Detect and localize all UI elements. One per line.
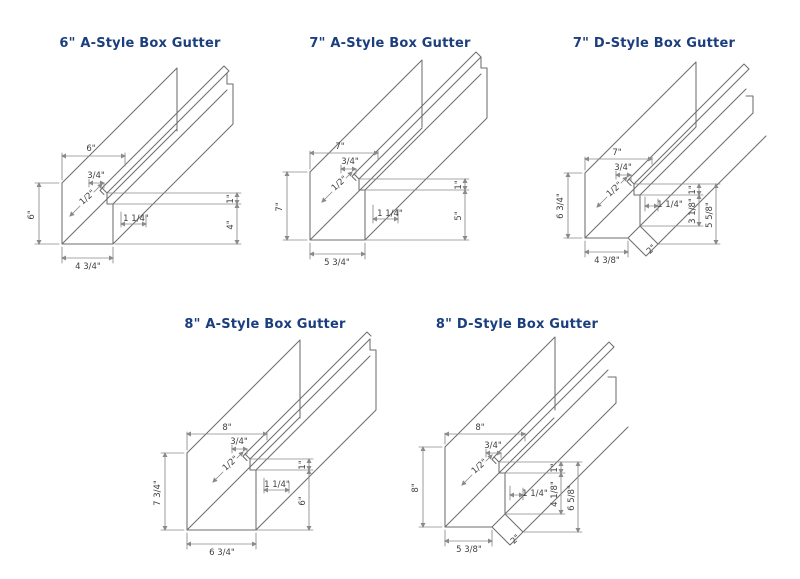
title-7-d-style: 7" D-Style Box Gutter (572, 36, 736, 51)
dimension-lines: 6" 3/4" 1/2" 1 1/4" 1" 4" 6" 4 3/4" (27, 144, 242, 272)
dimension-lines: 7" 3/4" 1/2" 1 1/4" 1" 3 1/8" 5 5/8" 6 3… (556, 148, 721, 266)
dim-top-width: 8" (475, 423, 484, 433)
drawing-6-a-style: 6" 3/4" 1/2" 1 1/4" 1" 4" 6" 4 3/4" (27, 65, 242, 272)
drawing-7-d-style: 7" 3/4" 1/2" 1 1/4" 1" 3 1/8" 5 5/8" 6 3… (556, 61, 767, 266)
dim-step: 1 1/4" (657, 200, 683, 210)
dim-back-height: 8" (411, 483, 421, 492)
dim-back-height: 6" (27, 210, 37, 219)
dim-front-height: 3 1/8" (688, 198, 698, 224)
dim-bottom-width: 4 3/8" (594, 256, 620, 266)
drawing-8-a-style: 8" 3/4" 1/2" 1 1/4" 1" 6" 7 3/4" 6 3/4" (153, 331, 377, 558)
dim-lip-height: 1" (550, 463, 560, 472)
dim-lip-height: 1" (298, 460, 308, 469)
dim-lip-width: 3/4" (614, 163, 632, 173)
title-8-d-style: 8" D-Style Box Gutter (435, 317, 599, 332)
title-6-a-style: 6" A-Style Box Gutter (59, 36, 221, 51)
title-7-a-style: 7" A-Style Box Gutter (309, 36, 471, 51)
dimension-lines: 8" 3/4" 1/2" 1 1/4" 1" 6" 7 3/4" 6 3/4" (153, 423, 314, 558)
dim-overall-height: 6 5/8" (567, 485, 577, 511)
dim-step: 1 1/4" (522, 489, 548, 499)
dim-lip-height: 1" (226, 194, 236, 203)
dim-lip-height: 1" (688, 185, 698, 194)
dim-lip-width: 3/4" (341, 157, 359, 167)
dim-front-height: 6" (298, 496, 308, 505)
dim-front-height: 4 1/8" (550, 481, 560, 507)
dim-front-height: 4" (226, 220, 236, 229)
dim-back-height: 7 3/4" (153, 480, 163, 506)
drawing-7-a-style: 7" 3/4" 1/2" 1 1/4" 1" 5" 7" 5 3/4" (275, 51, 488, 268)
dim-top-width: 8" (222, 423, 231, 433)
dimension-lines: 7" 3/4" 1/2" 1 1/4" 1" 5" 7" 5 3/4" (275, 142, 470, 268)
gutter-outline (61, 65, 234, 245)
dim-bottom-width: 5 3/4" (324, 258, 350, 268)
dim-lip-width: 3/4" (484, 441, 502, 451)
dim-roll: 1/2" (605, 180, 625, 199)
gutter-outline (584, 61, 767, 257)
dim-bottom-width: 6 3/4" (209, 548, 235, 558)
dim-top-width: 6" (86, 144, 95, 154)
dim-lip-height: 1" (454, 180, 464, 189)
dim-lip-width: 3/4" (87, 171, 105, 181)
dim-top-width: 7" (612, 148, 621, 158)
dim-front-height: 5" (454, 211, 464, 220)
gutter-outline (309, 51, 488, 241)
dimension-lines: 8" 3/4" 1/2" 1 1/4" 1" 4 1/8" 6 5/8" 8" … (411, 423, 583, 555)
dim-step: 1 1/4" (377, 209, 403, 219)
dim-top-width: 7" (335, 142, 344, 152)
title-8-a-style: 8" A-Style Box Gutter (184, 317, 346, 332)
dim-lip-width: 3/4" (230, 437, 248, 447)
dim-overall-height: 5 5/8" (705, 202, 715, 228)
gutter-outline (186, 331, 377, 531)
dim-back-height: 6 3/4" (556, 193, 566, 219)
dim-step: 1 1/4" (264, 480, 290, 490)
drawing-8-d-style: 8" 3/4" 1/2" 1 1/4" 1" 4 1/8" 6 5/8" 8" … (411, 336, 629, 555)
gutter-outline (444, 336, 629, 546)
dim-bottom-width: 5 3/8" (456, 545, 482, 555)
dim-back-height: 7" (275, 202, 285, 211)
dim-step: 1 1/4" (123, 214, 149, 224)
dim-bottom-width: 4 3/4" (75, 262, 101, 272)
